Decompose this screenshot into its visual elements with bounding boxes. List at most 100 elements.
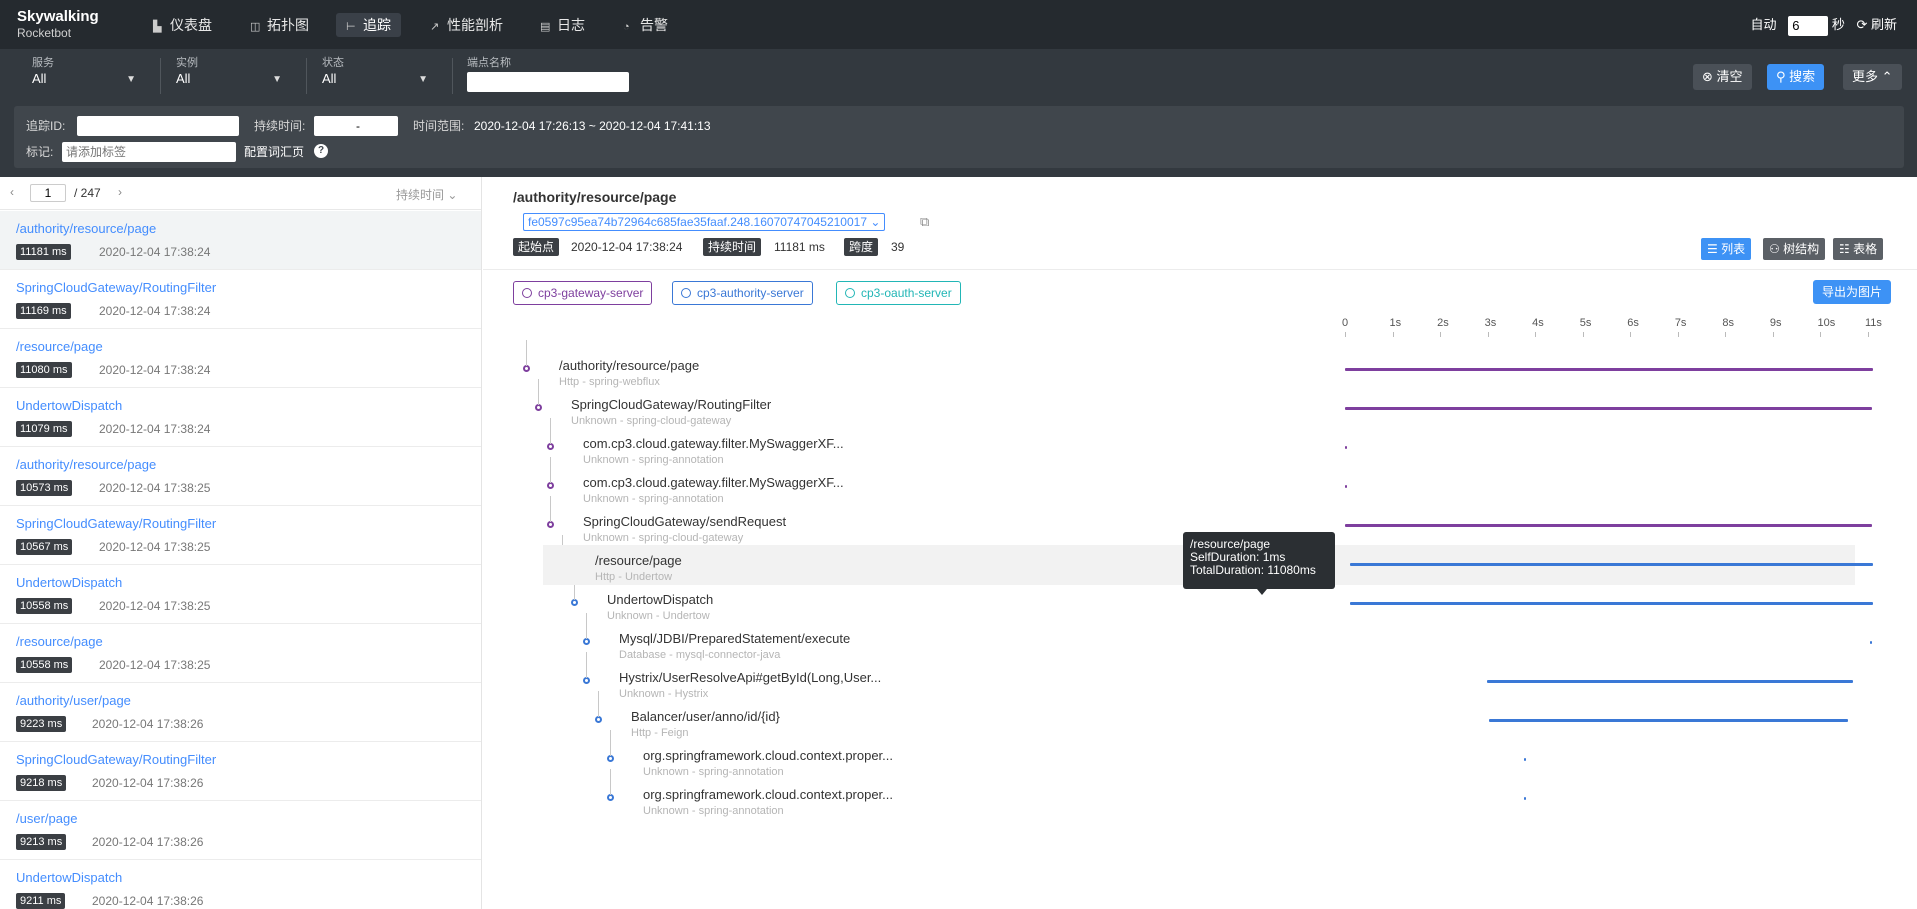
span-row[interactable]: com.cp3.cloud.gateway.filter.MySwaggerXF…: [483, 467, 1917, 507]
span-duration-bar[interactable]: [1345, 368, 1873, 371]
span-node-dot: [583, 638, 590, 645]
service-select[interactable]: 服务 All ▼: [32, 56, 142, 94]
auto-interval-input[interactable]: [1788, 15, 1829, 36]
copy-icon[interactable]: ⧉: [920, 214, 930, 229]
status-select[interactable]: 状态 All ▼: [322, 56, 434, 94]
next-page-icon[interactable]: ›: [118, 185, 122, 199]
span-row[interactable]: Balancer/user/anno/id/{id}Http - Feign: [483, 701, 1917, 741]
time-tick-label: 11s: [1865, 317, 1882, 329]
trace-endpoint[interactable]: SpringCloudGateway/RoutingFilter: [16, 280, 217, 295]
refresh-icon[interactable]: ⟳: [1856, 17, 1868, 32]
tree-connector: [598, 691, 599, 717]
trace-endpoint[interactable]: UndertowDispatch: [16, 870, 123, 885]
trace-endpoint[interactable]: /user/page: [16, 811, 78, 826]
span-duration-bar[interactable]: [1349, 602, 1873, 605]
nav-alarm[interactable]: ◔告警: [613, 13, 678, 37]
help-icon[interactable]: ?: [314, 144, 328, 158]
duration-input[interactable]: [314, 116, 398, 136]
span-duration-bar[interactable]: [1489, 719, 1848, 722]
trace-endpoint[interactable]: /authority/user/page: [16, 693, 131, 708]
time-range-value[interactable]: 2020-12-04 17:26:13 ~ 2020-12-04 17:41:1…: [474, 119, 711, 133]
nav-dashboard[interactable]: ▙仪表盘: [143, 13, 222, 37]
tree-connector: [538, 379, 539, 405]
span-duration-bar[interactable]: [1345, 524, 1873, 527]
time-tick: [1725, 332, 1727, 337]
trace-endpoint[interactable]: /authority/resource/page: [16, 457, 157, 472]
span-row[interactable]: com.cp3.cloud.gateway.filter.MySwaggerXF…: [483, 428, 1917, 468]
total-pages: / 247: [74, 186, 101, 200]
endpoint-filter: 端点名称: [467, 56, 629, 94]
span-duration-bar[interactable]: [1349, 563, 1873, 566]
nav-topology[interactable]: ◫拓扑图: [240, 13, 319, 37]
view-list-button[interactable]: ☰ 列表: [1701, 238, 1752, 260]
logo[interactable]: Skywalking Rocketbot: [17, 9, 99, 41]
nav-log[interactable]: ▤日志: [530, 13, 595, 37]
span-name: com.cp3.cloud.gateway.filter.MySwaggerXF…: [583, 436, 844, 451]
circle-icon: [681, 288, 691, 298]
trace-endpoint[interactable]: /resource/page: [16, 634, 103, 649]
refresh-button[interactable]: 刷新: [1870, 17, 1897, 32]
service-tag-authority[interactable]: cp3-authority-server: [672, 281, 813, 305]
tree-connector: [610, 769, 611, 795]
tag-input[interactable]: [62, 142, 236, 162]
endpoint-input[interactable]: [467, 72, 629, 92]
nav-label: 追踪: [363, 17, 391, 33]
service-tag-gateway[interactable]: cp3-gateway-server: [513, 281, 653, 305]
view-table-button[interactable]: ☷ 表格: [1833, 238, 1884, 260]
config-link[interactable]: 配置词汇页: [244, 145, 305, 159]
span-node-dot: [547, 521, 554, 528]
tree-connector: [586, 613, 587, 639]
span-duration-bar[interactable]: [1524, 758, 1527, 761]
time-tick: [1582, 332, 1584, 337]
trace-id-input[interactable]: [77, 116, 239, 136]
trace-endpoint[interactable]: UndertowDispatch: [16, 575, 123, 590]
auto-label[interactable]: 自动: [1750, 17, 1777, 32]
trace-endpoint[interactable]: SpringCloudGateway/RoutingFilter: [16, 516, 217, 531]
span-duration-bar[interactable]: [1345, 485, 1347, 488]
service-tag-oauth[interactable]: cp3-oauth-server: [836, 281, 961, 305]
span-duration-bar[interactable]: [1524, 797, 1527, 800]
trace-endpoint[interactable]: SpringCloudGateway/RoutingFilter: [16, 752, 217, 767]
more-button[interactable]: 更多 ⌃: [1843, 64, 1902, 90]
time-tick: [1820, 332, 1822, 337]
span-row[interactable]: Hystrix/UserResolveApi#getById(Long,User…: [483, 662, 1917, 702]
trace-id-select[interactable]: fe0597c95ea74b72964c685fae35faaf.248.160…: [523, 213, 886, 231]
search-button[interactable]: ⚲ 搜索: [1767, 64, 1825, 90]
page-input[interactable]: [30, 184, 66, 202]
sort-select[interactable]: 持续时间 ⌄: [396, 186, 457, 203]
view-tree-button[interactable]: ⚇ 树结构: [1763, 238, 1826, 260]
clear-button[interactable]: ⊗ 清空: [1693, 64, 1752, 90]
instance-select[interactable]: 实例 All ▼: [176, 56, 288, 94]
export-image-button[interactable]: 导出为图片: [1813, 280, 1892, 304]
trace-endpoint[interactable]: /authority/resource/page: [16, 221, 157, 236]
span-duration-bar[interactable]: [1345, 446, 1347, 449]
span-duration-bar[interactable]: [1869, 641, 1872, 644]
nav-trace[interactable]: ⊢追踪: [336, 13, 401, 37]
span-duration-bar[interactable]: [1486, 680, 1853, 683]
span-row[interactable]: org.springframework.cloud.context.proper…: [483, 779, 1917, 819]
trace-endpoint[interactable]: /resource/page: [16, 339, 103, 354]
time-tick: [1487, 332, 1489, 337]
span-duration-bar[interactable]: [1345, 407, 1873, 410]
prev-page-icon[interactable]: ‹: [10, 185, 14, 199]
nav-profile[interactable]: ↗性能剖析: [420, 13, 513, 37]
span-row[interactable]: org.springframework.cloud.context.proper…: [483, 740, 1917, 780]
trace-endpoint[interactable]: UndertowDispatch: [16, 398, 123, 413]
